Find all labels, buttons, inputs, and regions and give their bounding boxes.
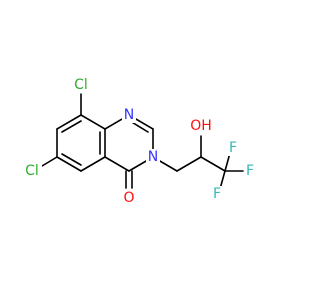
atom-label-o-carbonyl: O (123, 190, 134, 206)
atom-cl-top: Cl (71, 77, 91, 93)
bond-c5-c6 (56, 156, 82, 172)
bond-c8-c8a (80, 114, 106, 130)
bonds (41, 93, 244, 190)
bond-choh-cf3 (200, 156, 226, 172)
bond-c7-c8-inner (61, 120, 82, 133)
atom-label-oh: OH (190, 118, 212, 134)
atom-oh: OH (186, 118, 216, 134)
bond-c6-cl (41, 156, 58, 167)
bond-ch2-choh (176, 156, 202, 172)
atom-label-cl-left: Cl (25, 163, 39, 179)
bond-c5-c6-inner (61, 153, 82, 166)
bond-c7-c8 (56, 114, 82, 130)
atom-label-n1: N (124, 107, 134, 123)
atom-f-top: F (227, 140, 239, 156)
atom-label-f-right: F (246, 163, 254, 179)
atom-n1: N (122, 107, 136, 123)
molecule-structure: Cl Cl N N O OH F F (22, 77, 256, 206)
atom-o-carbonyl: O (122, 190, 136, 206)
atom-label-cl-top: Cl (74, 77, 88, 93)
atom-cl-left: Cl (22, 163, 42, 179)
atom-labels: Cl Cl N N O OH F F (22, 77, 256, 206)
bond-c4a-c5 (80, 156, 106, 172)
bond-c4-c4a (104, 156, 130, 172)
atom-f-bottom: F (211, 186, 223, 202)
atom-n3: N (146, 149, 160, 165)
atom-label-f-bottom: F (213, 186, 221, 202)
atom-label-f-top: F (229, 140, 237, 156)
atom-f-right: F (244, 163, 256, 179)
atom-label-n3: N (148, 149, 158, 165)
